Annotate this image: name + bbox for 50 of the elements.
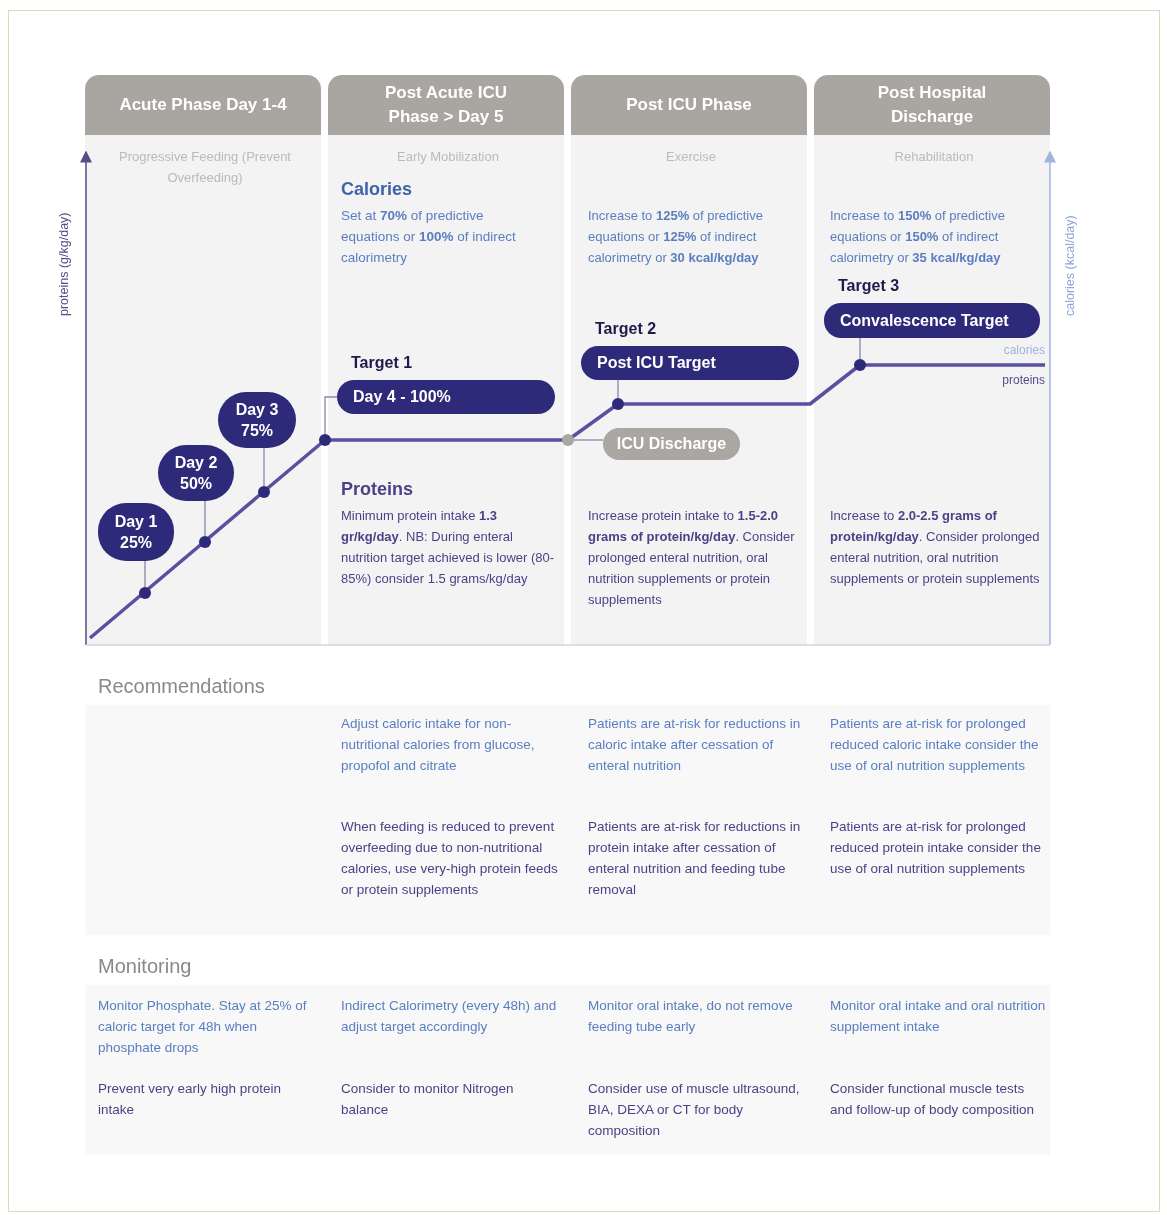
section-heading: Recommendations <box>98 674 266 699</box>
leader-line <box>324 396 338 435</box>
phase-subtitle: Exercise <box>665 148 717 166</box>
phase-header: Acute Phase Day 1-4 <box>85 75 321 135</box>
target-heading: Target 2 <box>595 319 657 339</box>
monitoring-text: Consider to monitor Nitrogen balance <box>341 1080 515 1119</box>
section-heading: Monitoring <box>98 954 193 979</box>
phase-subtitle: Progressive Feeding (Prevent Overfeeding) <box>118 148 292 187</box>
calorie-text: Increase to 150% of predictive equations or 150% of indirect calorimetry or 35 kcal/kg/day <box>830 207 1006 267</box>
leader-line <box>573 439 604 441</box>
protein-text: Minimum protein intake 1.3 gr/kg/day. NB: During enteral nutrition target achieved is lower (80-85%) consider 1.5 grams/kg/day <box>341 507 556 588</box>
target-pill: Day 4 - 100% <box>337 380 555 414</box>
protein-text: Increase to 2.0-2.5 grams of protein/kg/day. Consider prolonged enteral nutrition, oral nutrition supplements or protein supplements <box>830 507 1041 588</box>
monitoring-text: Monitor oral intake and oral nutrition supplement intake <box>830 997 1047 1036</box>
leader-line <box>204 500 206 537</box>
recommendation-text: Patients are at-risk for prolonged reduced caloric intake consider the use of oral nutrition supplements <box>830 715 1040 775</box>
line-label: proteins <box>1001 372 1045 389</box>
recommendation-text: When feeding is reduced to prevent overfeeding due to non-nutritional calories, use very-high protein feeds or protein supplements <box>341 818 559 899</box>
monitoring-text: Indirect Calorimetry (every 48h) and adjust target accordingly <box>341 997 558 1036</box>
line-label: calories <box>1002 342 1045 359</box>
calorie-text: Set at 70% of predictive equations or 100% of indirect calorimetry <box>341 207 517 267</box>
recommendation-text: Adjust caloric intake for non-nutritional calories from glucose, propofol and citrate <box>341 715 536 775</box>
target-pill: Convalescence Target <box>824 303 1040 338</box>
phase-subtitle: Rehabilitation <box>893 148 975 166</box>
milestone-pill: ICU Discharge <box>603 428 740 460</box>
calorie-text: Increase to 125% of predictive equations or 125% of indirect calorimetry or 30 kcal/kg/day <box>588 207 764 267</box>
monitoring-text: Consider functional muscle tests and follow-up of body composition <box>830 1080 1036 1119</box>
phase-header: Post Acute ICU Phase > Day 5 <box>328 75 564 135</box>
monitoring-text: Consider use of muscle ultrasound, BIA, DEXA or CT for body composition <box>588 1080 801 1140</box>
recommendation-text: Patients are at-risk for reductions in caloric intake after cessation of enteral nutrition <box>588 715 802 775</box>
recommendation-text: Patients are at-risk for prolonged reduced protein intake consider the use of oral nutrition supplements <box>830 818 1042 878</box>
phase-header: Post Hospital Discharge <box>814 75 1050 135</box>
leader-line <box>617 379 619 399</box>
leader-line <box>263 447 265 487</box>
axis-title: calories (kcal/day) <box>1062 215 1078 316</box>
target-heading: Target 3 <box>838 276 900 296</box>
axis-title: proteins (g/kg/day) <box>56 212 72 316</box>
leader-line <box>144 560 146 588</box>
recommendation-text: Patients are at-risk for reductions in protein intake after cessation of enteral nutrition and feeding tube removal <box>588 818 802 899</box>
phase-header: Post ICU Phase <box>571 75 807 135</box>
monitoring-text: Prevent very early high protein intake <box>98 1080 283 1119</box>
section-heading: Proteins <box>341 478 415 501</box>
section-heading: Calories <box>341 178 414 201</box>
leader-line <box>859 337 861 360</box>
protein-text: Increase protein intake to 1.5-2.0 grams of protein/kg/day. Consider prolonged enteral nutrition, oral nutrition supplements or protein supplements <box>588 507 796 609</box>
monitoring-text: Monitor oral intake, do not remove feeding tube early <box>588 997 794 1036</box>
target-pill: Post ICU Target <box>581 346 799 380</box>
monitoring-text: Monitor Phosphate. Stay at 25% of caloric target for 48h when phosphate drops <box>98 997 308 1057</box>
phase-subtitle: Early Mobilization <box>396 148 500 166</box>
target-heading: Target 1 <box>351 353 413 373</box>
